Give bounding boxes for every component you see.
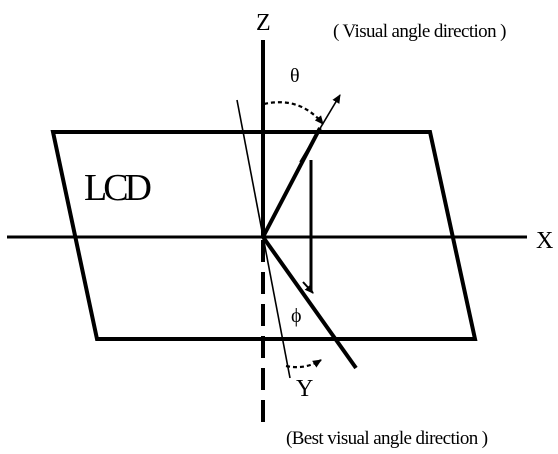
x-axis-label: X <box>536 228 553 254</box>
visual-direction-label: ( Visual angle direction ) <box>333 21 506 42</box>
y-axis-label: Y <box>296 376 313 402</box>
z-axis-label: Z <box>256 10 271 36</box>
projection-arrow <box>302 281 314 294</box>
phi-arc <box>285 359 322 369</box>
best-direction-line <box>261 235 358 370</box>
phi-label: ϕ <box>291 305 302 327</box>
visual-direction-arrow <box>299 94 341 163</box>
theta-label: θ <box>290 65 300 87</box>
best-direction-label: (Best visual angle direction ) <box>286 428 488 449</box>
lcd-panel <box>50 130 478 341</box>
theta-arc <box>263 101 324 125</box>
visual-direction-line <box>261 127 322 238</box>
panel-label: LCD <box>84 167 151 209</box>
